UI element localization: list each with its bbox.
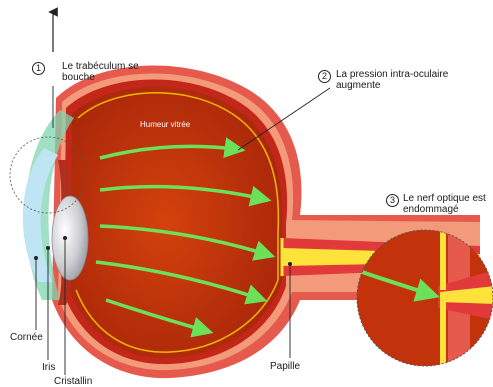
callout-number-2: 2 (318, 70, 331, 83)
callout-2-line2: augmente (336, 80, 380, 91)
lens-dot (63, 236, 67, 240)
iris-dot (46, 246, 50, 250)
humeur-vitree-label: Humeur vitrée (140, 120, 190, 129)
cornea-dot (34, 256, 38, 260)
callout-number-1: 1 (32, 62, 45, 75)
callout-number-3: 3 (386, 194, 399, 207)
lens (52, 196, 88, 280)
callout-3-line2: endommagé (403, 204, 459, 215)
callout-1-line2: bouche (62, 72, 95, 83)
papille-label: Papille (270, 361, 300, 372)
papille-dot (288, 262, 292, 266)
iris-label: Iris (42, 362, 55, 373)
callout-3-line1: Le nerf optique est (403, 193, 486, 204)
callout-1-line1: Le trabéculum se (62, 61, 139, 72)
cornee-label: Cornée (10, 332, 43, 343)
callout-2-line1: La pression intra-oculaire (336, 69, 448, 80)
cristallin-label: Cristallin (54, 376, 92, 387)
